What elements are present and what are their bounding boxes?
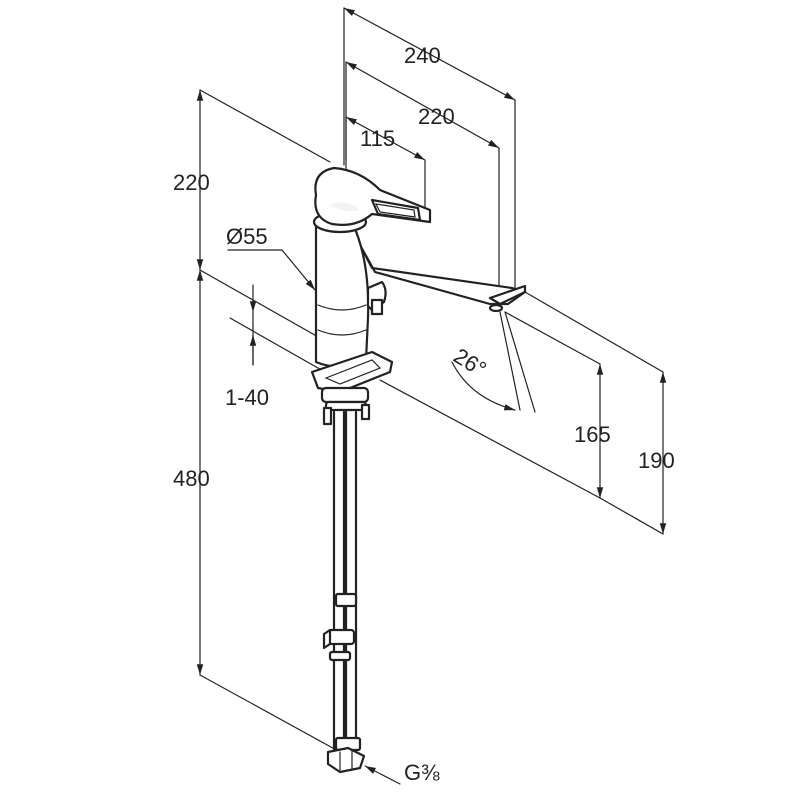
- dim-deck-thickness: 1-40: [199, 269, 326, 410]
- dim-label-165: 165: [574, 422, 611, 447]
- dim-label-220-vertical: 220: [173, 170, 210, 195]
- threaded-studs: [322, 403, 371, 426]
- dim-label-190: 190: [638, 448, 675, 473]
- faucet-body: [312, 210, 370, 368]
- faucet-side-knob: [366, 280, 387, 316]
- hose-connector: [326, 736, 366, 774]
- dim-480: 480: [173, 269, 341, 753]
- dim-label-spray-angle: 26°: [449, 343, 490, 382]
- dim-220-horizontal: 220: [345, 61, 500, 291]
- dim-label-240: 240: [404, 43, 441, 68]
- dim-165: 165: [379, 311, 611, 499]
- dim-label-480: 480: [173, 466, 210, 491]
- dim-diameter: Ø55: [226, 224, 316, 291]
- dim-label-diameter: Ø55: [226, 224, 268, 249]
- dim-thread: G⅜: [364, 760, 440, 785]
- dim-label-thread: G⅜: [404, 760, 440, 785]
- mounting-nut: [320, 386, 370, 412]
- mounting-plate: [310, 350, 394, 394]
- dim-220-vertical: 220: [173, 89, 331, 271]
- dim-label-deck-thickness: 1-40: [225, 385, 269, 410]
- dim-label-220-horizontal: 220: [418, 104, 455, 129]
- dim-190: 190: [524, 291, 675, 535]
- supply-hoses: [322, 410, 358, 752]
- dim-115: 115: [345, 116, 426, 223]
- dim-label-115: 115: [360, 126, 395, 151]
- faucet-lever-handle: [314, 166, 432, 226]
- dim-spray-angle: 26°: [449, 311, 536, 413]
- faucet-spout: [358, 243, 527, 313]
